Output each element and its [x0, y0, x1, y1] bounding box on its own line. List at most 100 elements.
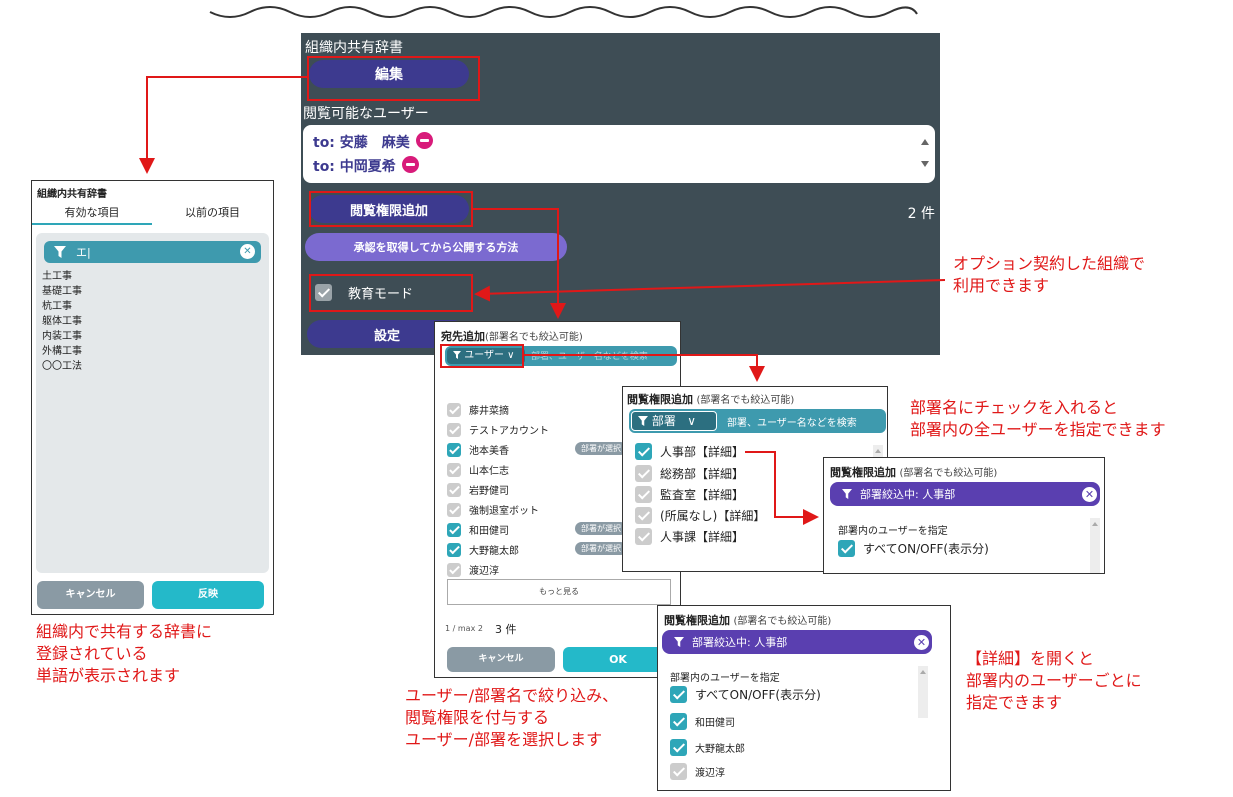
- checkbox[interactable]: [635, 528, 652, 545]
- checkbox[interactable]: [670, 686, 687, 703]
- dept-row[interactable]: 総務部【詳細】: [635, 465, 744, 482]
- checkbox[interactable]: [447, 462, 461, 477]
- dept-detail-popup-expanded: 閲覧権限追加 (部署名でも絞込可能) 部署絞込中: 人事部 ✕ 部署内のユーザー…: [657, 605, 951, 791]
- list-item[interactable]: 〇〇工法: [42, 361, 82, 372]
- filter-icon: [842, 489, 852, 499]
- list-item[interactable]: 内装工事: [42, 331, 82, 342]
- checkbox[interactable]: [635, 465, 652, 482]
- dictionary-search-input[interactable]: エ| ✕: [44, 241, 261, 263]
- checkbox[interactable]: [447, 482, 461, 497]
- page-info: 1 / max 2: [445, 624, 483, 633]
- dept-row[interactable]: (所属なし)【詳細】: [635, 507, 765, 524]
- dictionary-popup: 組織内共有辞書 有効な項目 以前の項目 エ| ✕ 土工事 基礎工事 杭工事 躯体…: [31, 180, 274, 615]
- dept-filter-bar[interactable]: 部署絞込中: 人事部: [830, 482, 1100, 506]
- highlight-box: [309, 274, 473, 312]
- checkbox[interactable]: [447, 542, 461, 557]
- remove-user-icon[interactable]: [415, 132, 433, 149]
- viewable-users-label: 閲覧可能なユーザー: [303, 106, 429, 122]
- permission-count: 2 件: [907, 206, 935, 222]
- highlight-box: [309, 191, 473, 227]
- approval-publish-button[interactable]: 承認を取得してから公開する方法: [305, 233, 567, 261]
- filter-icon: [54, 246, 66, 258]
- user-chip: to: 安藤 麻美: [313, 132, 433, 152]
- checkbox[interactable]: [670, 739, 687, 756]
- checkbox[interactable]: [447, 422, 461, 437]
- checkbox[interactable]: [447, 522, 461, 537]
- filter-type-select[interactable]: ユーザー ∨: [447, 348, 525, 364]
- filter-icon: [453, 351, 461, 359]
- user-row[interactable]: 和田健司: [670, 713, 735, 730]
- user-chip: to: 中岡夏希: [313, 156, 419, 176]
- cancel-button[interactable]: キャンセル: [447, 647, 555, 672]
- checkbox[interactable]: [635, 507, 652, 524]
- list-item[interactable]: 躯体工事: [42, 316, 82, 327]
- scrollbar[interactable]: [918, 666, 928, 718]
- torn-edge-decoration: [209, 6, 918, 18]
- highlight-box: [307, 56, 480, 101]
- user-row[interactable]: 山本仁志: [447, 462, 509, 477]
- toggle-all-row[interactable]: すべてON/OFF(表示分): [670, 686, 821, 703]
- user-row[interactable]: 岩野健司: [447, 482, 509, 497]
- dept-row[interactable]: 人事課【詳細】: [635, 528, 744, 545]
- list-item[interactable]: 杭工事: [42, 301, 72, 312]
- apply-button[interactable]: 反映: [152, 581, 264, 609]
- dept-row[interactable]: 監査室【詳細】: [635, 486, 744, 503]
- popup-title: 閲覧権限追加 (部署名でも絞込可能): [830, 466, 998, 479]
- edu-mode-toggle[interactable]: 教育モード: [315, 283, 413, 302]
- dept-selected-badge: 部署が選択: [575, 522, 627, 535]
- edit-button[interactable]: 編集: [309, 60, 469, 88]
- dept-filter-bar[interactable]: 部署絞込中: 人事部: [662, 630, 932, 654]
- checkbox[interactable]: [635, 486, 652, 503]
- dept-search-input[interactable]: 部署 ∨ 部署、ユーザー名などを検索: [629, 409, 886, 433]
- user-row[interactable]: 池本美香: [447, 442, 509, 457]
- annotation-filter: ユーザー/部署名で絞り込み、閲覧権限を付与するユーザー/部署を選択します: [405, 686, 619, 749]
- popup-title: 宛先追加(部署名でも絞込可能): [441, 330, 583, 343]
- checkbox[interactable]: [447, 402, 461, 417]
- popup-title: 閲覧権限追加 (部署名でも絞込可能): [627, 393, 795, 406]
- clear-filter-icon[interactable]: ✕: [1082, 487, 1097, 502]
- section-label: 部署内のユーザーを指定: [838, 526, 948, 537]
- checkbox[interactable]: [447, 562, 461, 577]
- scrollbar[interactable]: [1090, 518, 1100, 573]
- tab-previous-items[interactable]: 以前の項目: [185, 206, 240, 219]
- user-row[interactable]: 強制退室ボット: [447, 502, 539, 517]
- scroll-down-icon[interactable]: [921, 161, 929, 167]
- user-row[interactable]: テストアカウント: [447, 422, 549, 437]
- checkbox[interactable]: [315, 284, 332, 301]
- checkbox[interactable]: [838, 540, 855, 557]
- user-row[interactable]: 藤井菜摘: [447, 402, 509, 417]
- clear-filter-icon[interactable]: ✕: [914, 635, 929, 650]
- dictionary-title: 組織内共有辞書: [37, 189, 107, 200]
- remove-user-icon[interactable]: [401, 156, 419, 173]
- checkbox[interactable]: [635, 443, 652, 460]
- highlight-box: [440, 344, 524, 368]
- filter-type-select[interactable]: 部署 ∨: [631, 411, 717, 431]
- cancel-button[interactable]: キャンセル: [37, 581, 144, 609]
- list-item[interactable]: 土工事: [42, 271, 72, 282]
- user-row[interactable]: 大野龍太郎: [670, 739, 745, 756]
- user-row[interactable]: 和田健司: [447, 522, 509, 537]
- show-more-button[interactable]: もっと見る: [447, 579, 671, 605]
- dept-detail-popup: 閲覧権限追加 (部署名でも絞込可能) 部署絞込中: 人事部 ✕ 部署内のユーザー…: [823, 457, 1105, 574]
- user-row[interactable]: 大野龍太郎: [447, 542, 519, 557]
- dept-selected-badge: 部署が選択: [575, 542, 627, 555]
- dictionary-body: エ| ✕ 土工事 基礎工事 杭工事 躯体工事 内装工事 外構工事 〇〇工法: [36, 233, 269, 573]
- user-row[interactable]: 渡辺淳: [447, 562, 499, 577]
- dept-row[interactable]: 人事部【詳細】: [635, 443, 744, 460]
- ok-button[interactable]: OK: [563, 647, 673, 672]
- checkbox[interactable]: [447, 442, 461, 457]
- checkbox[interactable]: [670, 763, 687, 780]
- user-row[interactable]: 渡辺淳: [670, 763, 725, 780]
- add-view-permission-button[interactable]: 閲覧権限追加: [309, 195, 469, 223]
- list-item[interactable]: 基礎工事: [42, 286, 82, 297]
- panel-title: 組織内共有辞書: [305, 40, 403, 56]
- scroll-up-icon[interactable]: [921, 139, 929, 145]
- filter-icon: [638, 416, 648, 426]
- toggle-all-row[interactable]: すべてON/OFF(表示分): [838, 540, 989, 557]
- tab-active-items[interactable]: 有効な項目: [32, 201, 152, 225]
- checkbox[interactable]: [447, 502, 461, 517]
- checkbox[interactable]: [670, 713, 687, 730]
- filter-icon: [674, 637, 684, 647]
- clear-icon[interactable]: ✕: [240, 244, 255, 259]
- list-item[interactable]: 外構工事: [42, 346, 82, 357]
